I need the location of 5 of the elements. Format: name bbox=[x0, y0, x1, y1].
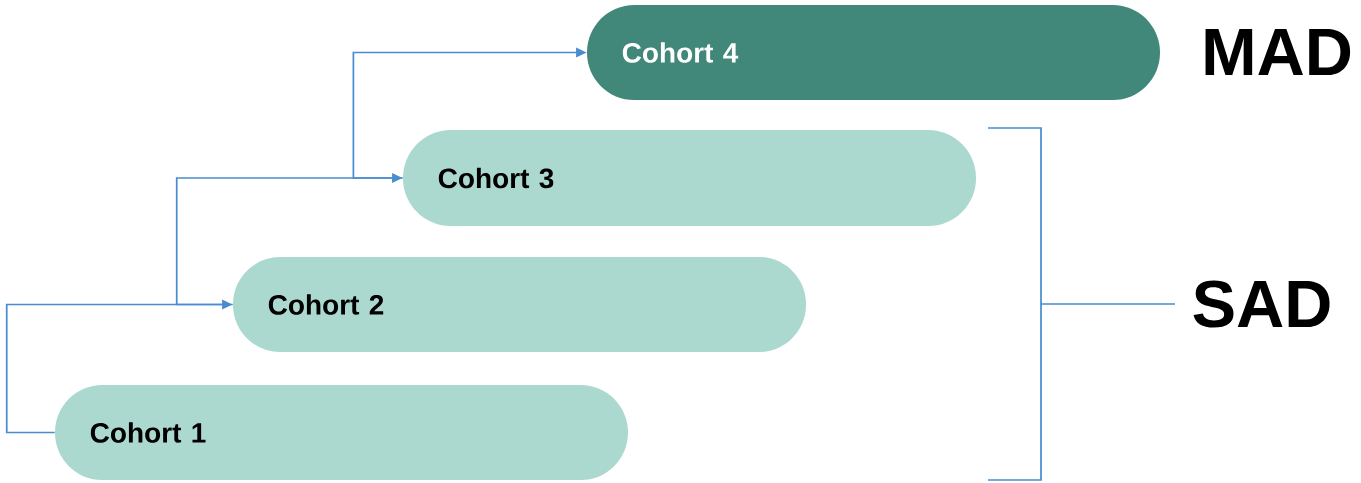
cohort-pill: Cohort 1 bbox=[55, 385, 628, 480]
cohort-pill: Cohort 4 bbox=[587, 5, 1160, 100]
cohort-pill: Cohort 2 bbox=[233, 257, 806, 352]
cohort-pill: Cohort 3 bbox=[403, 130, 976, 226]
group-label: SAD bbox=[1193, 280, 1330, 328]
